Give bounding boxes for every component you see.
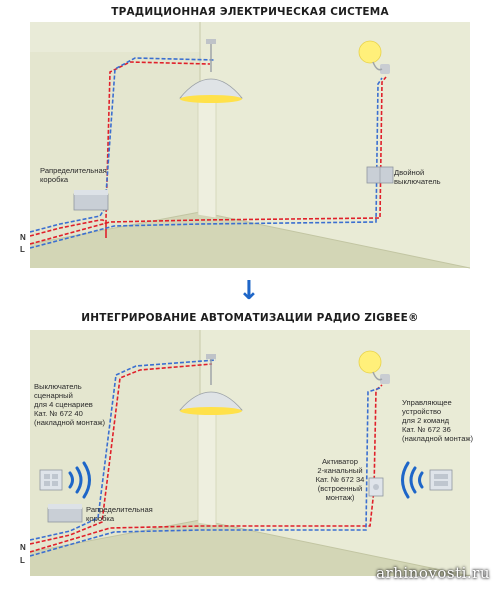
junction-box-icon (47, 504, 83, 523)
scenario-switch-icon (39, 469, 63, 491)
scenario-switch-label-line: Выключатель (34, 382, 82, 391)
line-label: L (20, 556, 25, 565)
scenario-switch-label-line: Кат. № 672 40 (34, 409, 83, 418)
ceiling-lamp-icon (179, 39, 243, 103)
control-device-label-line: для 2 команд (402, 416, 450, 425)
junction-box-label: Рапределительная коробка (86, 505, 153, 523)
ceiling-lamp-icon (179, 354, 243, 415)
junction-box-label-line: коробка (40, 175, 69, 184)
double-switch-label: Двойной выключатель (394, 168, 441, 186)
junction-box-label-line: Рапределительная (86, 505, 153, 514)
actuator-label-line: монтаж) (325, 493, 355, 502)
control-device-label-line: Кат. № 672 36 (402, 425, 451, 434)
watermark: arhinovosti.ru (376, 564, 490, 582)
radio-waves-icon (401, 461, 424, 499)
scenario-switch-label: Выключатель сценарный для 4 сценариев Ка… (34, 382, 105, 427)
wall-lamp-icon (358, 350, 390, 384)
control-device-label-line: (накладной монтаж) (402, 434, 474, 443)
scenario-switch-label-line: (накладной монтаж) (34, 418, 106, 427)
junction-box-label-line: Рапределительная (40, 166, 107, 175)
zigbee-system-diagram (30, 330, 470, 580)
double-switch-icon (366, 166, 394, 184)
scenario-switch-label-line: для 4 сценариев (34, 400, 93, 409)
arrow-down-icon: ↓ (238, 276, 260, 306)
actuator-icon (368, 477, 384, 497)
actuator-label-line: Активатор (321, 457, 359, 466)
junction-box-label: Рапределительная коробка (40, 166, 107, 184)
control-device-label-line: устройство (402, 407, 442, 416)
double-switch-label-line: Двойной (394, 168, 425, 177)
traditional-system-diagram (30, 22, 470, 272)
radio-waves-icon (68, 461, 91, 499)
neutral-label: N (20, 543, 26, 552)
neutral-label: N (20, 233, 26, 242)
scenario-switch-label-line: сценарный (34, 391, 73, 400)
line-label: L (20, 245, 25, 254)
control-device-label-line: Управляющее (402, 398, 452, 407)
junction-box-icon (73, 190, 109, 211)
actuator-label-line: Кат. № 672 34 (315, 475, 365, 484)
actuator-label: Активатор 2-канальный Кат. № 672 34 (вст… (308, 457, 372, 502)
bottom-title: ИНТЕГРИРОВАНИЕ АВТОМАТИЗАЦИИ РАДИО ZIGBE… (81, 312, 419, 324)
control-device-label: Управляющее устройство для 2 команд Кат.… (402, 398, 473, 443)
double-switch-label-line: выключатель (394, 177, 441, 186)
junction-box-label-line: коробка (86, 514, 115, 523)
control-device-icon (429, 469, 453, 491)
top-title: ТРАДИЦИОННАЯ ЭЛЕКТРИЧЕСКАЯ СИСТЕМА (111, 6, 389, 18)
actuator-label-line: (встроенный (317, 484, 363, 493)
wall-lamp-icon (358, 40, 390, 74)
actuator-label-line: 2-канальный (317, 466, 363, 475)
